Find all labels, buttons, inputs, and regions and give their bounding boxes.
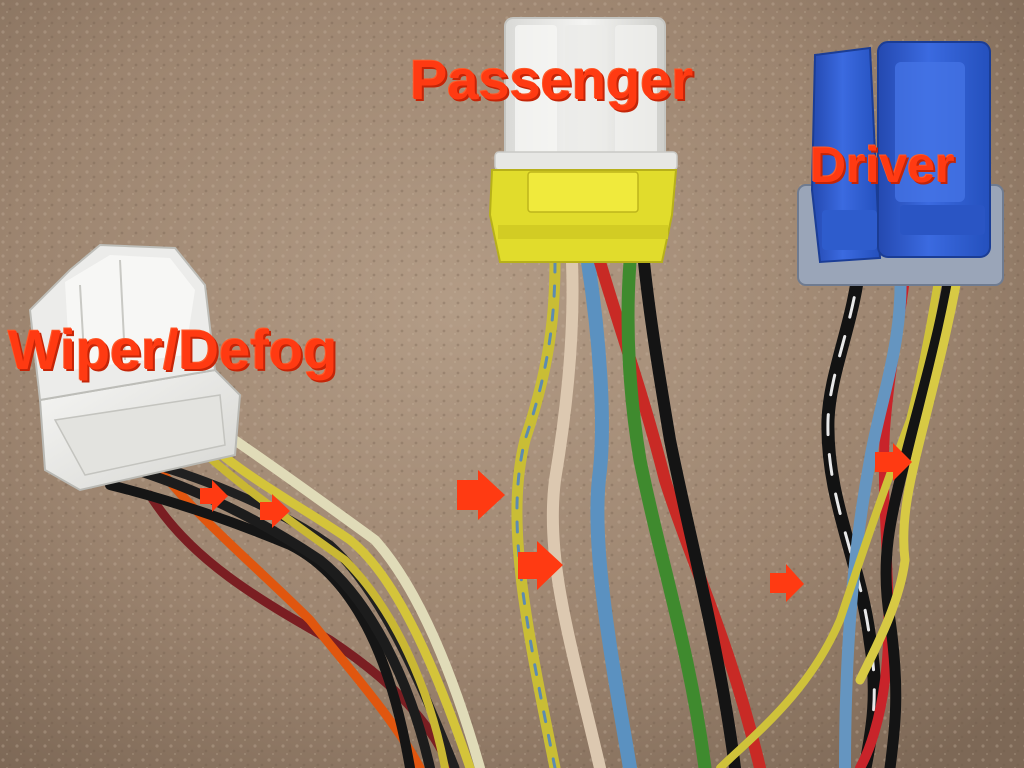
arrow-marker-driver-2 — [875, 443, 912, 481]
arrow-markers — [200, 443, 912, 602]
wiper-defog-label: Wiper/Defog — [8, 318, 338, 381]
passenger-wires — [511, 255, 766, 768]
driver-wires — [716, 225, 970, 768]
driver-connector — [797, 41, 1004, 286]
arrow-marker-passenger-1 — [457, 470, 505, 520]
passenger-connector — [488, 17, 678, 263]
driver-label: Driver — [810, 137, 955, 193]
arrow-marker-wiper-1 — [200, 480, 228, 512]
wiper-defog-connector — [28, 243, 242, 492]
arrow-marker-driver-1 — [770, 564, 804, 602]
wiper-defog-wires — [105, 415, 485, 768]
arrow-marker-wiper-2 — [260, 494, 290, 528]
arrow-marker-passenger-2 — [518, 541, 563, 590]
passenger-label: Passenger — [410, 48, 694, 111]
